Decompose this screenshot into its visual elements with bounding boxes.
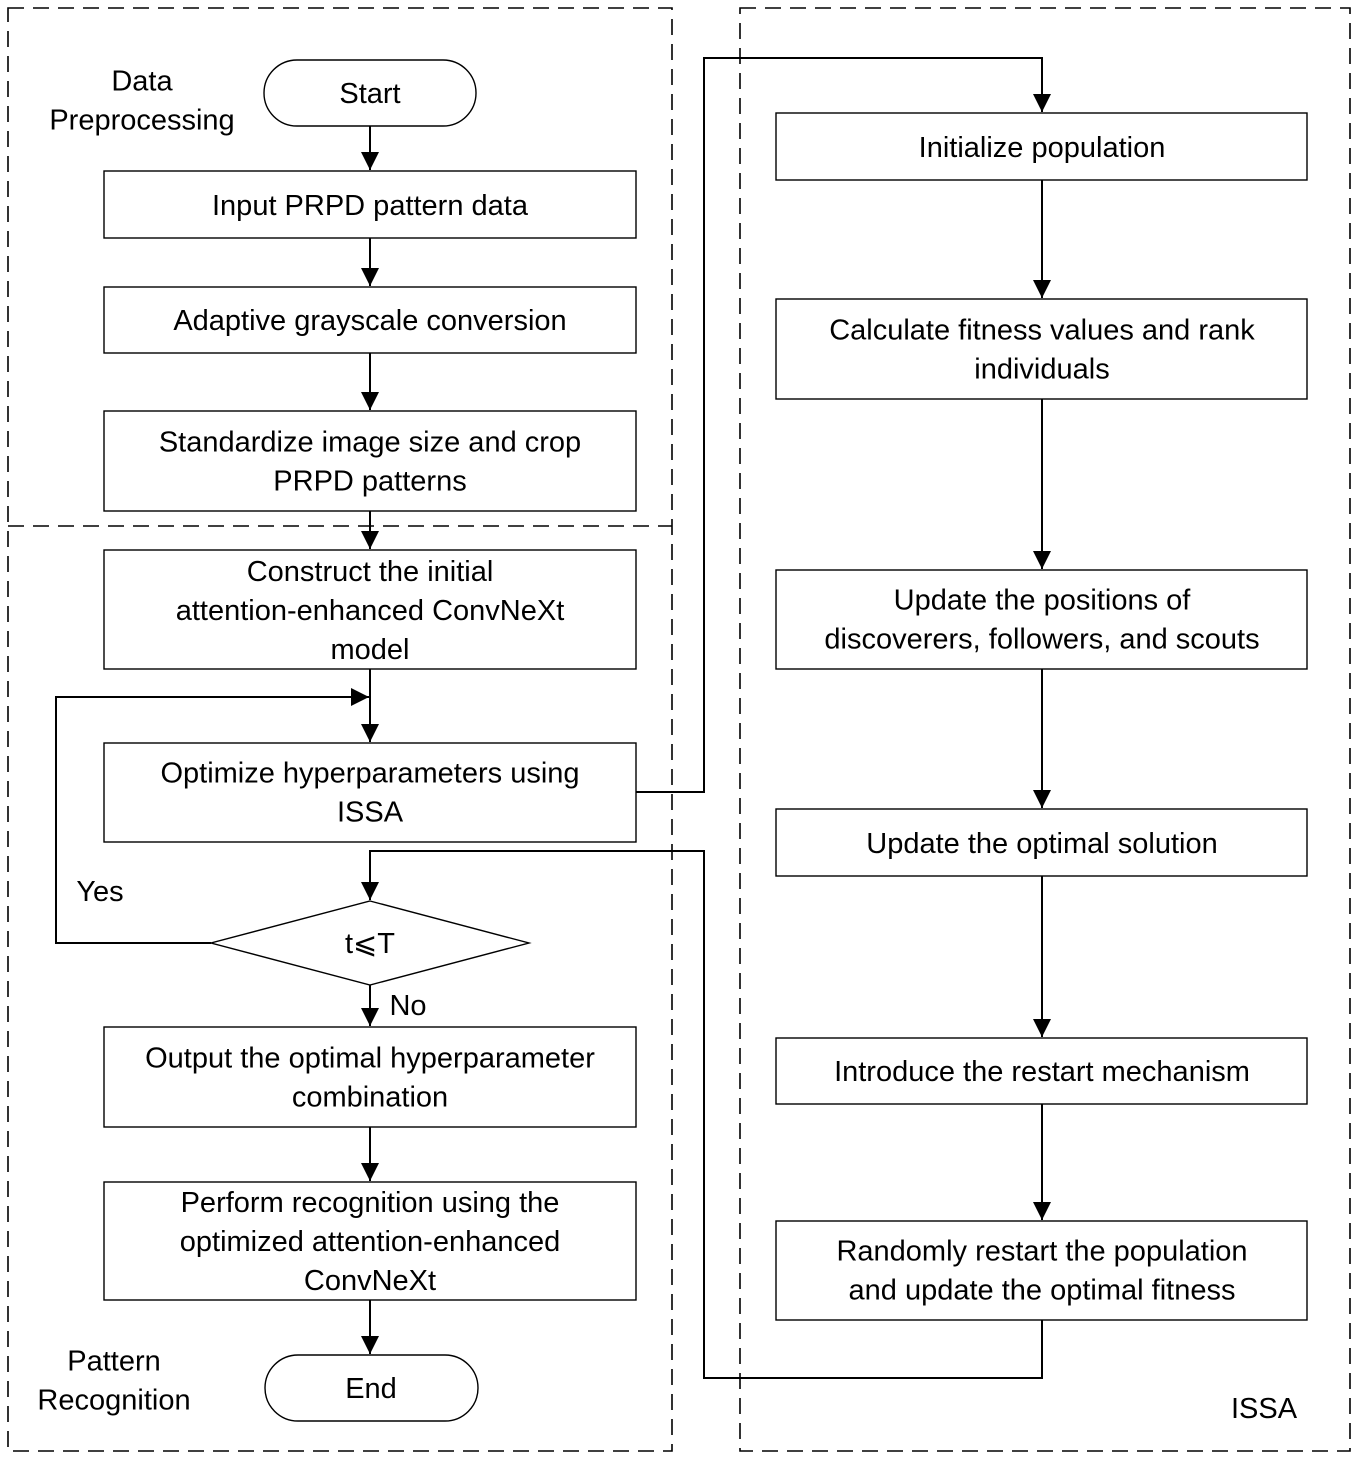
text-line: t⩽T [345, 928, 395, 960]
text-line: Recognition [37, 1385, 190, 1417]
text-line: optimized attention-enhanced [180, 1226, 560, 1258]
grayscale-label: Adaptive grayscale conversion [173, 305, 566, 337]
text-line: Standardize image size and crop [159, 427, 581, 459]
update-optimal-label: Update the optimal solution [866, 828, 1217, 860]
text-line: Adaptive grayscale conversion [173, 305, 566, 337]
end-label: End [345, 1373, 397, 1405]
text-line: Update the positions of [894, 585, 1192, 617]
right-connectors [361, 57, 1051, 1379]
text-line: Optimize hyperparameters using [160, 758, 579, 790]
text-line: Output the optimal hyperparameter [145, 1043, 595, 1075]
fitness-box [775, 298, 1308, 400]
arrow-yes-loop [55, 688, 369, 944]
output-label: Output the optimal hyperparameter combina… [145, 1043, 595, 1114]
random-restart-box [775, 1220, 1308, 1321]
start-terminal [263, 59, 477, 127]
recognize-box [103, 1181, 637, 1301]
text-line: Yes [76, 876, 123, 908]
left-region-border [7, 7, 673, 1452]
text-line: Randomly restart the population [836, 1236, 1247, 1268]
text-line: End [345, 1373, 397, 1405]
text-line: Preprocessing [49, 105, 234, 137]
text-line: model [331, 634, 410, 666]
arrow-random-to-condition [361, 850, 1043, 1379]
text-line: No [389, 990, 426, 1022]
end-terminal [264, 1354, 479, 1422]
text-line: Introduce the restart mechanism [834, 1056, 1250, 1088]
input-data-box [103, 170, 637, 239]
init-population-box [775, 112, 1308, 181]
construct-model-box [103, 549, 637, 670]
text-line: Update the optimal solution [866, 828, 1217, 860]
construct-model-label: Construct the initial attention-enhanced … [176, 556, 565, 666]
text-line: Perform recognition using the [181, 1187, 560, 1219]
update-optimal-box [775, 808, 1308, 877]
arrow-optimize-to-init [636, 57, 1051, 793]
text-line: and update the optimal fitness [849, 1275, 1236, 1307]
text-line: Calculate fitness values and rank [829, 315, 1255, 347]
text-line: Initialize population [919, 132, 1166, 164]
recognize-label: Perform recognition using the optimized a… [180, 1187, 560, 1297]
issa-region-label: ISSA [1231, 1393, 1298, 1425]
text-line: ConvNeXt [304, 1265, 436, 1297]
condition-diamond [208, 900, 532, 986]
text-line: Input PRPD pattern data [212, 190, 529, 222]
yes-label: Yes [76, 876, 123, 908]
input-data-label: Input PRPD pattern data [212, 190, 529, 222]
random-restart-label: Randomly restart the population and updat… [836, 1236, 1247, 1307]
start-label: Start [339, 78, 400, 110]
grayscale-box [103, 286, 637, 354]
text-line: ISSA [337, 797, 404, 829]
text-line: Start [339, 78, 400, 110]
optimize-box [103, 742, 637, 843]
issa-region-border [739, 7, 1351, 1452]
text-line: discoverers, followers, and scouts [824, 624, 1259, 656]
restart-mechanism-box [775, 1037, 1308, 1105]
text-line: individuals [974, 354, 1109, 386]
text-line: Construct the initial [247, 556, 494, 588]
text-line: Data [111, 66, 173, 98]
update-positions-label: Update the positions of discoverers, foll… [824, 585, 1259, 656]
left-connectors [55, 126, 379, 1354]
text-line: attention-enhanced ConvNeXt [176, 595, 565, 627]
text-line: PRPD patterns [273, 466, 466, 498]
no-label: No [389, 990, 426, 1022]
standardize-box [103, 410, 637, 512]
output-box [103, 1026, 637, 1128]
condition-label: t⩽T [345, 928, 395, 960]
text-line: Pattern [67, 1346, 161, 1378]
restart-mechanism-label: Introduce the restart mechanism [834, 1056, 1250, 1088]
text-line: ISSA [1231, 1393, 1298, 1425]
text-line: combination [292, 1082, 448, 1114]
update-positions-box [775, 569, 1308, 670]
init-population-label: Initialize population [919, 132, 1166, 164]
fitness-label: Calculate fitness values and rank individ… [829, 315, 1255, 386]
